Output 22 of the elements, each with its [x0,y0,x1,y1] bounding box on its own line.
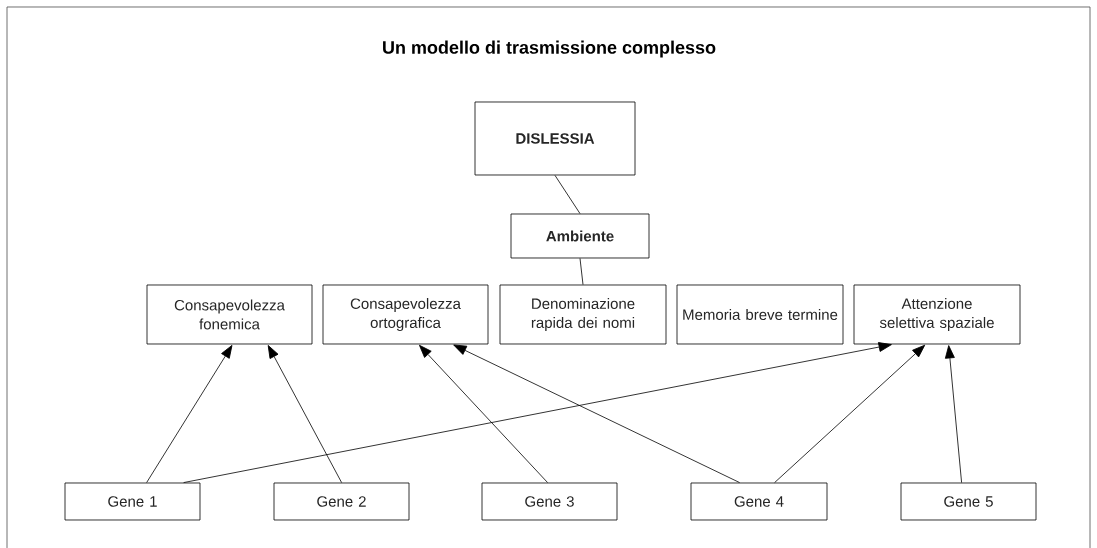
arrow [183,342,892,483]
gene-box: Gene 4 [690,482,828,521]
arrow [146,345,233,483]
arrow [774,344,926,483]
gene-box: Gene 2 [273,482,410,521]
arrow [453,344,740,483]
arrow [267,345,342,483]
arrow [419,344,548,483]
gene-box: Gene 3 [481,482,618,521]
title: Un modello di trasmissione complesso [383,40,716,58]
trait-box: Consapevolezza ortografica [322,284,489,345]
trait-box: Denominazione rapida dei nomi [499,284,667,345]
connector-line [554,175,581,214]
title-box: DISLESSIA [474,101,636,176]
arrow [944,345,962,483]
gene-box: Gene 5 [900,482,1037,521]
connector-line [579,258,584,285]
trait-box: Consapevolezza fonemica [146,284,313,345]
trait-box: Attenzione selettiva spaziale [853,284,1021,345]
trait-box: Memoria breve termine [676,284,844,345]
factor-box: Ambiente [510,213,650,259]
gene-box: Gene 1 [64,482,201,521]
